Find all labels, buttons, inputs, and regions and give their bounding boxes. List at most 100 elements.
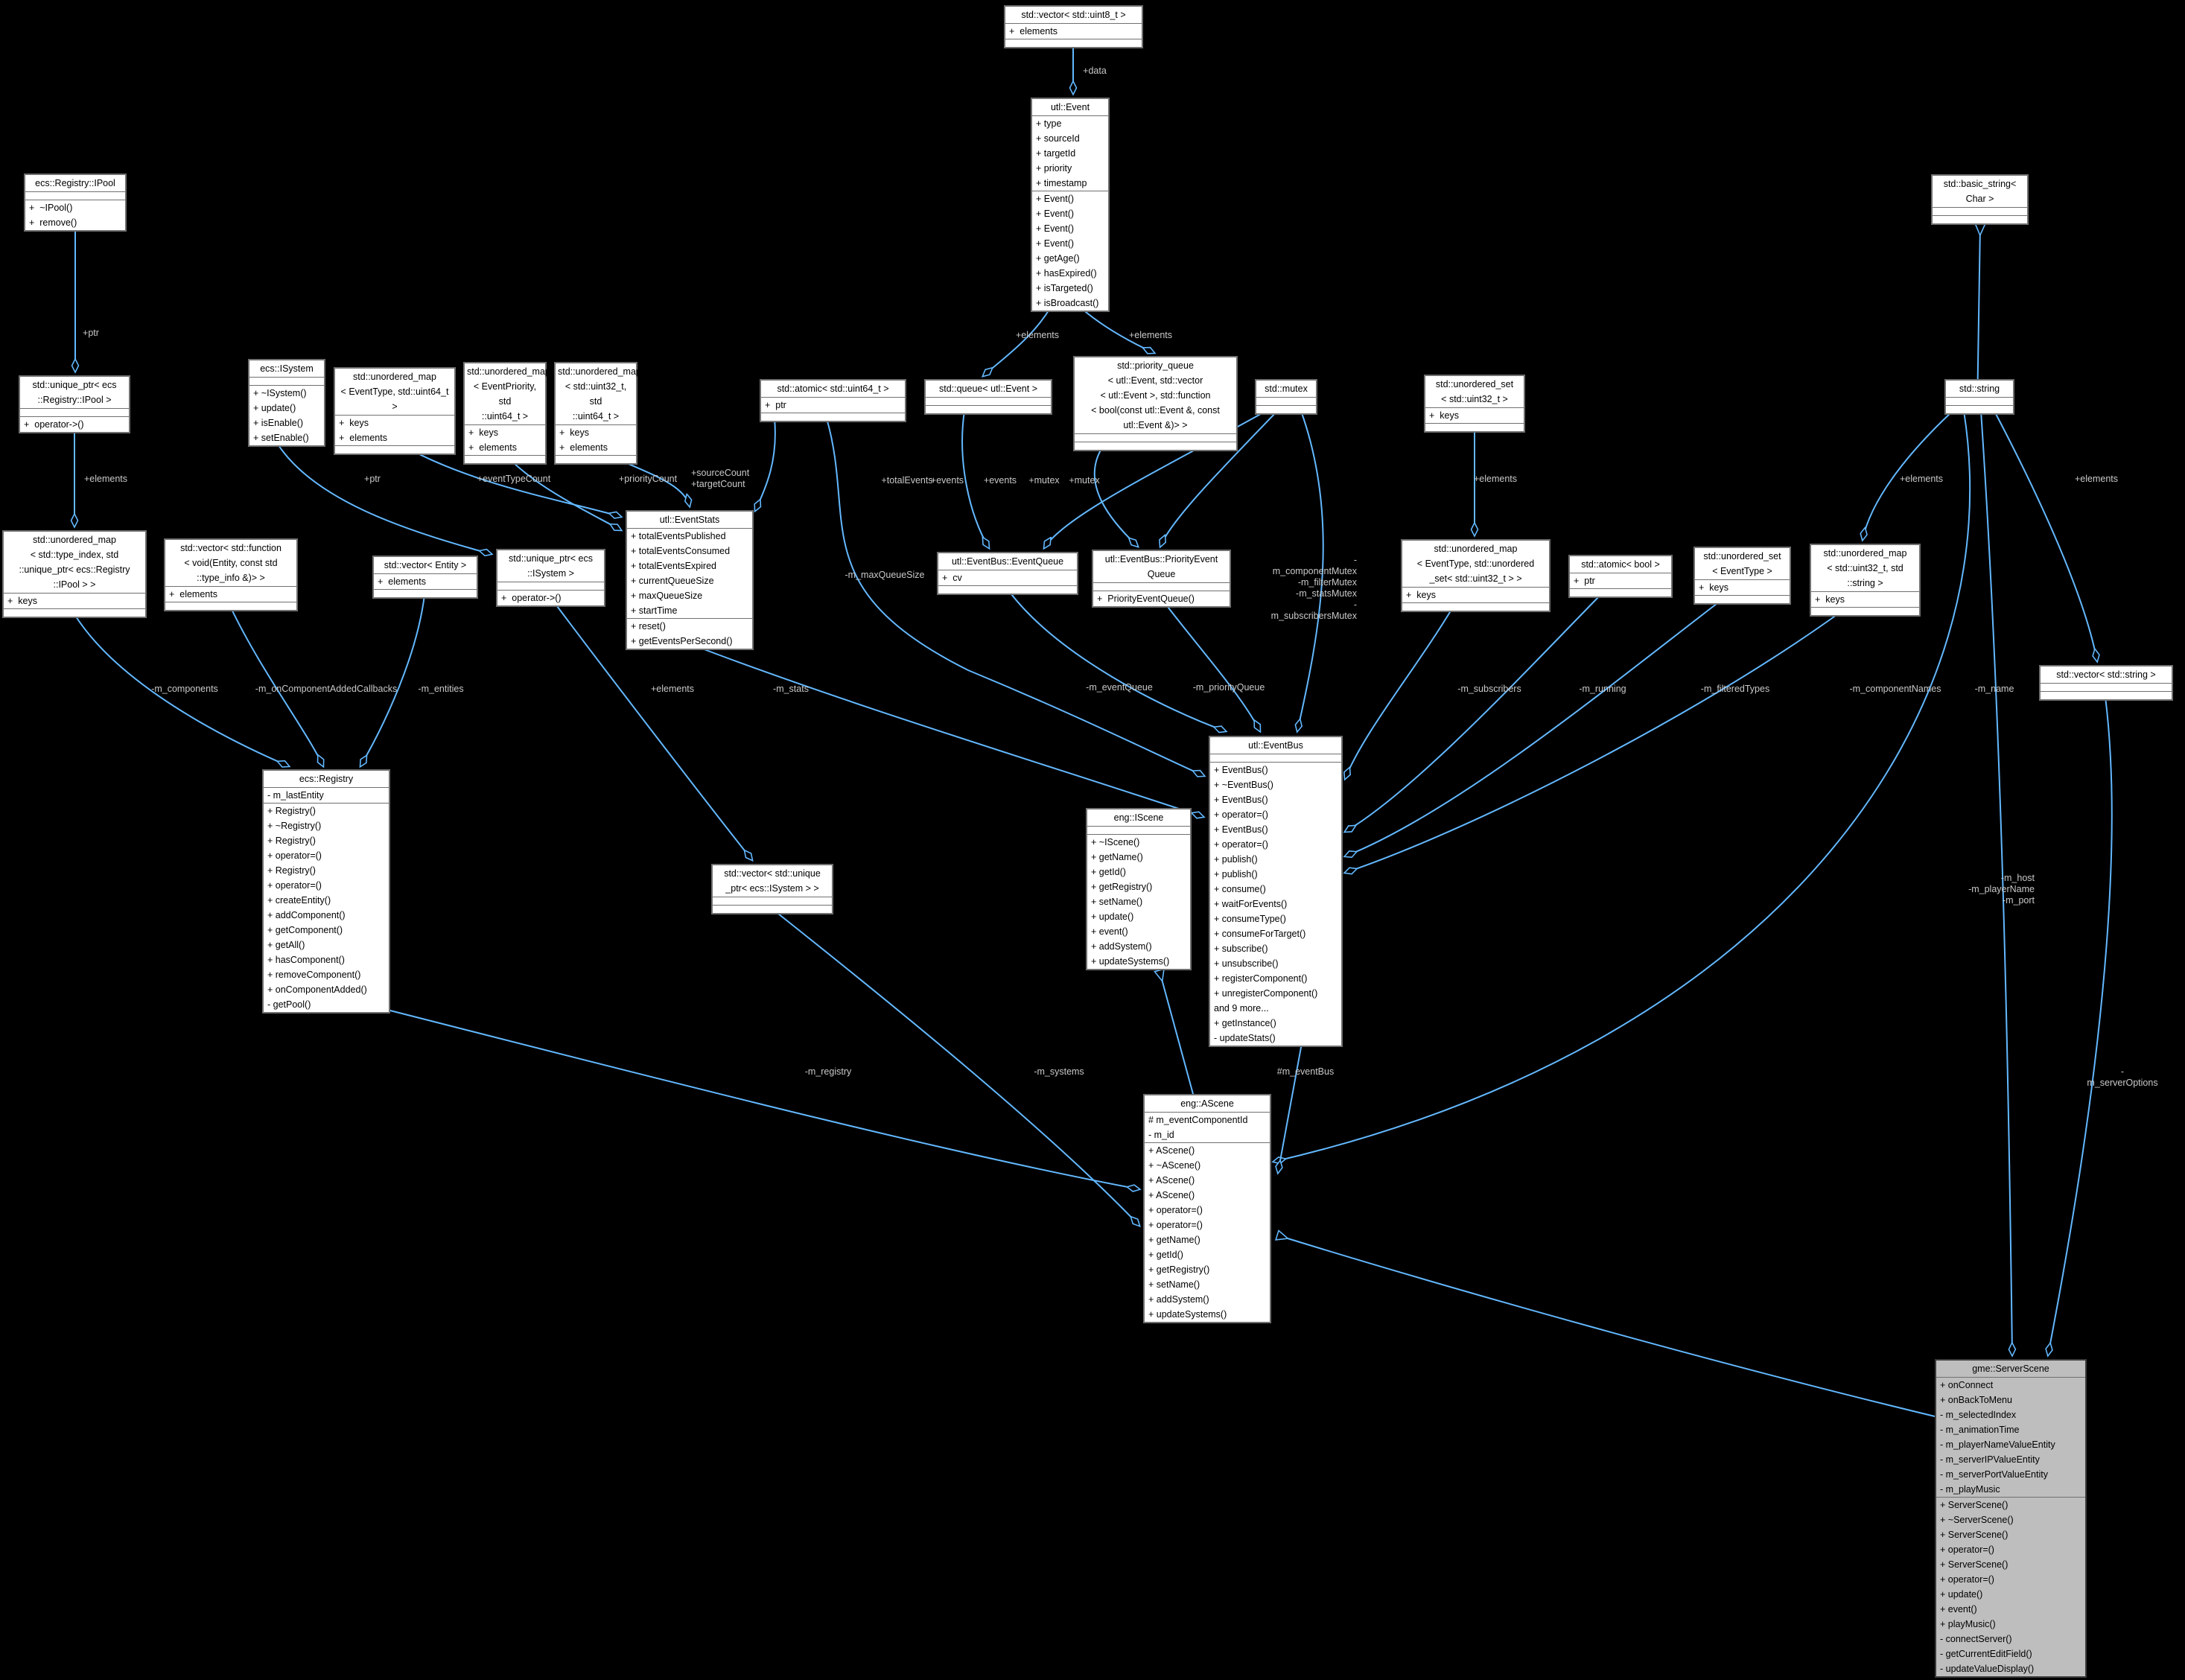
class-isystem[interactable]: ecs::ISystem + ~ISystem()+ update()+ isE…: [248, 359, 325, 447]
class-eventqueue[interactable]: utl::EventBus::EventQueue + cv: [937, 552, 1078, 595]
class-unordered-set-eventtype[interactable]: std::unordered_set < EventType > + keys: [1693, 547, 1791, 605]
class-mutex[interactable]: std::mutex: [1255, 379, 1317, 415]
member-row: + targetId: [1036, 148, 1076, 159]
class-vector-string[interactable]: std::vector< std::string >: [2039, 665, 2173, 701]
member-row: + EventBus(): [1214, 795, 1268, 805]
attrs-section: + cv: [938, 570, 1077, 585]
edge-label: +eventTypeCount: [477, 474, 551, 484]
member-row: + operator=(): [1940, 1574, 1994, 1585]
class-unordered-map-eventpriority-u64[interactable]: std::unordered_map < EventPriority, std …: [463, 362, 550, 465]
class-title: std::unordered_map < std::uint32_t, std …: [558, 366, 641, 421]
class-unordered-map-eventtype-set[interactable]: std::unordered_map < EventType, std::uno…: [1401, 539, 1551, 612]
member-row: + operator=(): [1940, 1544, 1994, 1555]
methods-section: [761, 413, 905, 421]
class-vector-entity[interactable]: std::vector< Entity > + elements: [372, 556, 478, 599]
methods-section: [1811, 607, 1919, 615]
class-std-vector-uint8[interactable]: std::vector< std::uint8_t > + elements: [1004, 5, 1143, 48]
member-row: + Registry(): [267, 865, 316, 876]
class-iscene[interactable]: eng::IScene + ~IScene()+ getName()+ getI…: [1086, 808, 1192, 970]
member-row: + keys: [468, 427, 498, 438]
class-title: ecs::Registry: [299, 774, 354, 784]
member-row: + operator=(): [1214, 809, 1268, 820]
class-unordered-map-type-index[interactable]: std::unordered_map < std::type_index, st…: [2, 530, 147, 618]
edge-label: +elements: [1015, 330, 1060, 340]
class-ipool[interactable]: ecs::Registry::IPool + ~IPool()+ remove(…: [24, 174, 127, 232]
class-atomic-u64[interactable]: std::atomic< std::uint64_t > + ptr: [760, 379, 906, 422]
member-row: + ~EventBus(): [1214, 780, 1273, 790]
member-row: + operator=(): [1148, 1205, 1203, 1215]
class-string[interactable]: std::string: [1944, 379, 2014, 415]
member-row: + getName(): [1148, 1235, 1200, 1245]
class-eventstats[interactable]: utl::EventStats + totalEventsPublished+ …: [626, 510, 754, 650]
class-unordered-set-u32[interactable]: std::unordered_set < std::uint32_t > + k…: [1424, 375, 1525, 433]
class-basic-string[interactable]: std::basic_string< Char >: [1931, 174, 2029, 225]
edge-label: +elements: [2074, 474, 2119, 484]
edge-label: +ptr: [364, 474, 381, 484]
class-queue-event[interactable]: std::queue< utl::Event >: [924, 379, 1052, 415]
member-row: + keys: [7, 596, 37, 606]
member-row: + getAge(): [1036, 253, 1080, 264]
edge-label: +elements: [1473, 474, 1518, 484]
member-row: + reset(): [631, 621, 666, 631]
edge-label: -m_components: [151, 684, 218, 694]
member-row: + update(): [1091, 911, 1134, 922]
edge-label: -m_componentNames: [1849, 684, 1941, 694]
edge-label: +totalEvents: [881, 475, 933, 486]
class-unique-ptr-isystem[interactable]: std::unique_ptr< ecs ::ISystem > + opera…: [496, 549, 605, 607]
member-row: - updateValueDisplay(): [1940, 1664, 2035, 1674]
methods-section: [1005, 39, 1142, 47]
class-ascene[interactable]: eng::AScene # m_eventComponentId- m_id +…: [1143, 1094, 1271, 1323]
member-row: + PriorityEventQueue(): [1097, 594, 1195, 604]
member-row: + Event(): [1036, 238, 1075, 249]
member-row: + consume(): [1214, 884, 1266, 894]
methods-section: + Event()+ Event()+ Event()+ Event()+ ge…: [1032, 191, 1108, 311]
methods-section: [465, 455, 545, 463]
methods-section: + ~ISystem()+ update()+ isEnable()+ setE…: [249, 385, 324, 445]
member-row: + ~Registry(): [267, 821, 322, 831]
class-unordered-map-u32-string[interactable]: std::unordered_map < std::uint32_t, std …: [1810, 544, 1921, 617]
member-row: + hasExpired(): [1036, 268, 1097, 279]
class-unordered-map-u32-u64[interactable]: std::unordered_map < std::uint32_t, std …: [554, 362, 641, 465]
member-row: + Event(): [1036, 194, 1075, 204]
edge-label: -m_host -m_playerName -m_port: [1968, 873, 2035, 906]
methods-section: + PriorityEventQueue(): [1093, 591, 1230, 606]
member-row: + removeComponent(): [267, 970, 361, 980]
methods-section: + ~IScene()+ getName()+ getId()+ getRegi…: [1087, 834, 1190, 969]
attrs-section: [20, 408, 129, 416]
class-registry[interactable]: ecs::Registry - m_lastEntity + Registry(…: [262, 769, 390, 1014]
class-unordered-map-eventtype-u64[interactable]: std::unordered_map < EventType, std::uin…: [334, 367, 456, 455]
class-unique-ptr-ipool[interactable]: std::unique_ptr< ecs ::Registry::IPool >…: [19, 375, 130, 433]
attrs-section: + elements: [165, 586, 296, 602]
attrs-section: + type+ sourceId+ targetId+ priority+ ti…: [1032, 115, 1108, 191]
attrs-section: [713, 897, 832, 905]
class-vector-unique-ptr-isystem[interactable]: std::vector< std::unique _ptr< ecs::ISys…: [711, 864, 833, 914]
member-row: + unregisterComponent(): [1214, 988, 1318, 999]
class-serverscene[interactable]: gme::ServerScene + onConnect+ onBackToMe…: [1935, 1359, 2087, 1678]
member-row: + getAll(): [267, 940, 305, 950]
class-title: std::string: [1959, 384, 2000, 394]
class-vector-function[interactable]: std::vector< std::function < void(Entity…: [164, 538, 298, 611]
attrs-section: [1093, 582, 1230, 591]
class-eventbus[interactable]: utl::EventBus + EventBus()+ ~EventBus()+…: [1209, 736, 1343, 1047]
class-atomic-bool[interactable]: std::atomic< bool > + ptr: [1568, 555, 1673, 598]
member-row: + ~IPool(): [29, 203, 73, 213]
class-priority-queue[interactable]: std::priority_queue < utl::Event, std::v…: [1073, 356, 1238, 451]
member-row: + Event(): [1036, 223, 1075, 234]
class-title: std::unordered_set < EventType >: [1703, 551, 1781, 576]
member-row: + getId(): [1091, 867, 1126, 877]
member-row: + operator=(): [267, 850, 322, 861]
member-row: + ServerScene(): [1940, 1500, 2009, 1510]
class-title: std::vector< Entity >: [384, 560, 467, 570]
class-title: std::priority_queue < utl::Event, std::v…: [1091, 360, 1220, 430]
member-row: + keys: [1815, 594, 1845, 605]
edge-label: +elements: [650, 684, 695, 694]
member-row: + isEnable(): [253, 418, 304, 428]
edge-label: #m_eventBus: [1276, 1066, 1335, 1077]
class-priorityeventqueue[interactable]: utl::EventBus::PriorityEvent Queue + Pri…: [1092, 550, 1231, 608]
class-title: std::vector< std::string >: [2056, 669, 2156, 680]
attrs-section: + keys: [1425, 407, 1524, 423]
class-utl-event[interactable]: utl::Event + type+ sourceId+ targetId+ p…: [1031, 98, 1110, 312]
member-row: - connectServer(): [1940, 1634, 2012, 1644]
